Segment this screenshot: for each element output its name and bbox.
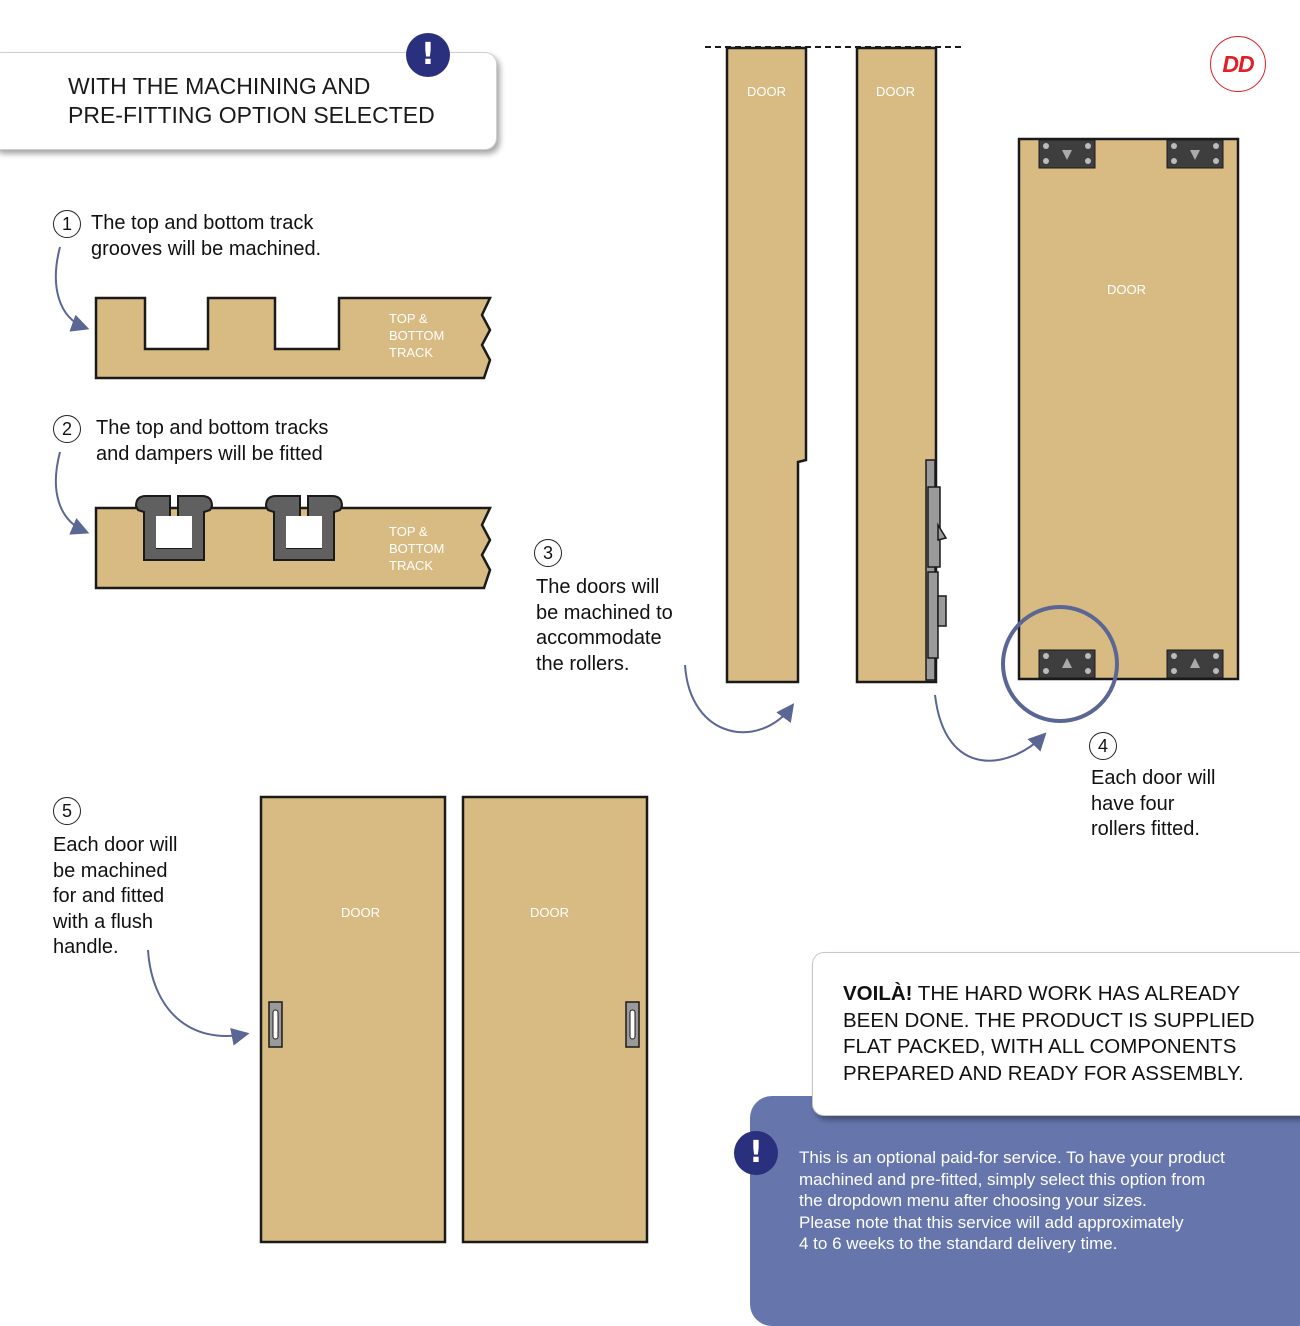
track-grooved (94, 296, 492, 380)
step-4-line: have four (1091, 792, 1175, 815)
note-line: 4 to 6 weeks to the standard delivery ti… (799, 1234, 1118, 1254)
alert-icon: ! (406, 33, 450, 77)
step-3-number: 3 (534, 539, 562, 567)
side-door-right (855, 46, 938, 684)
bottom-door-right-label: DOOR (530, 905, 569, 920)
step-2-line: and dampers will be fitted (96, 442, 323, 465)
step-4-line: Each door will (1091, 767, 1216, 789)
roller-bottom-left (1038, 649, 1096, 679)
side-door-left (725, 46, 808, 684)
note-alert-icon: ! (734, 1131, 778, 1175)
dd-logo: DD (1210, 36, 1266, 92)
roller-top-left (1038, 139, 1096, 169)
header-title-line2: PRE-FITTING OPTION SELECTED (68, 102, 435, 128)
step-5-text: Each door will be machined for and fitte… (53, 833, 178, 961)
step-3-text: The doors will be machined to accommodat… (536, 575, 673, 677)
voila-line1: VOILÀ! THE HARD WORK HAS ALREADY (843, 981, 1283, 1008)
step-4-number: 4 (1089, 732, 1117, 760)
note-line: the dropdown menu after choosing your si… (799, 1191, 1147, 1211)
arrow-step3 (684, 664, 795, 734)
step-5-line: for and fitted (53, 885, 165, 907)
step-5-line: handle. (53, 936, 119, 958)
step-5-line: with a flush (53, 910, 154, 933)
track1-label-line2: BOTTOM (389, 328, 444, 343)
voila-line4: PREPARED AND READY FOR ASSEMBLY. (843, 1061, 1244, 1085)
track1-label-line1: TOP & (389, 311, 428, 326)
step-5-line: be machined (53, 859, 168, 882)
voila-text: VOILÀ! THE HARD WORK HAS ALREADY BEEN DO… (843, 981, 1283, 1087)
note-line: Please note that this service will add a… (799, 1212, 1184, 1232)
track-profile-1 (134, 495, 214, 561)
track1-label-line3: TRACK (389, 345, 433, 360)
arrow-step5 (147, 949, 250, 1046)
step-1-line: The top and bottom track (91, 212, 314, 234)
flush-handle-right (625, 1001, 640, 1048)
bottom-door-left-label: DOOR (341, 905, 380, 920)
voila-line1-rest: THE HARD WORK HAS ALREADY (912, 982, 1241, 1005)
step-3-line: be machined to (536, 601, 673, 624)
voila-line2: BEEN DONE. THE PRODUCT IS SUPPLIED (843, 1008, 1255, 1032)
note-line: This is an optional paid-for service. To… (799, 1148, 1225, 1167)
voila-bold: VOILÀ! (843, 982, 913, 1005)
step-3-line: the rollers. (536, 652, 630, 675)
bottom-door-right (461, 795, 649, 1244)
arrow-step4 (934, 694, 1047, 762)
track2-label-line3: TRACK (389, 558, 433, 573)
step-4-text: Each door will have four rollers fitted. (1091, 766, 1216, 843)
info-note-text: This is an optional paid-for service. To… (799, 1147, 1294, 1255)
step-1-text: The top and bottom track grooves will be… (91, 211, 321, 262)
arrow-step2 (54, 451, 90, 535)
step-1-number: 1 (53, 210, 81, 238)
roller-bottom-right (1166, 649, 1224, 679)
step-4-line: rollers fitted. (1091, 818, 1200, 840)
step-1-line: grooves will be machined. (91, 237, 322, 260)
step-3-line: The doors will (536, 576, 660, 598)
flush-handle-left (268, 1001, 283, 1048)
track2-label-line1: TOP & (389, 524, 428, 539)
side-door-left-label: DOOR (747, 84, 786, 99)
voila-line3: FLAT PACKED, WITH ALL COMPONENTS (843, 1035, 1237, 1058)
step-5-number: 5 (53, 797, 81, 825)
info-note-box (750, 1096, 1300, 1326)
step-5-line: Each door will (53, 834, 178, 856)
front-door (1017, 137, 1240, 681)
arrow-step1 (54, 246, 90, 332)
header-title: WITH THE MACHINING AND PRE-FITTING OPTIO… (68, 72, 488, 130)
roller-top-right (1166, 139, 1224, 169)
step-3-line: accommodate (536, 627, 662, 649)
bottom-door-left (259, 795, 447, 1244)
voila-card (812, 952, 1300, 1116)
track2-label-line2: BOTTOM (389, 541, 444, 556)
side-door-right-label: DOOR (876, 84, 915, 99)
step-2-line: The top and bottom tracks (96, 417, 329, 439)
front-door-label: DOOR (1107, 282, 1146, 297)
note-line: machined and pre-fitted, simply select t… (799, 1169, 1206, 1189)
side-roller-hardware (925, 459, 948, 681)
roller-highlight-circle (1001, 605, 1119, 723)
track-profile-2 (264, 495, 344, 561)
header-title-line1: WITH THE MACHINING AND (68, 73, 371, 99)
step-2-number: 2 (53, 415, 81, 443)
step-2-text: The top and bottom tracks and dampers wi… (96, 416, 328, 467)
